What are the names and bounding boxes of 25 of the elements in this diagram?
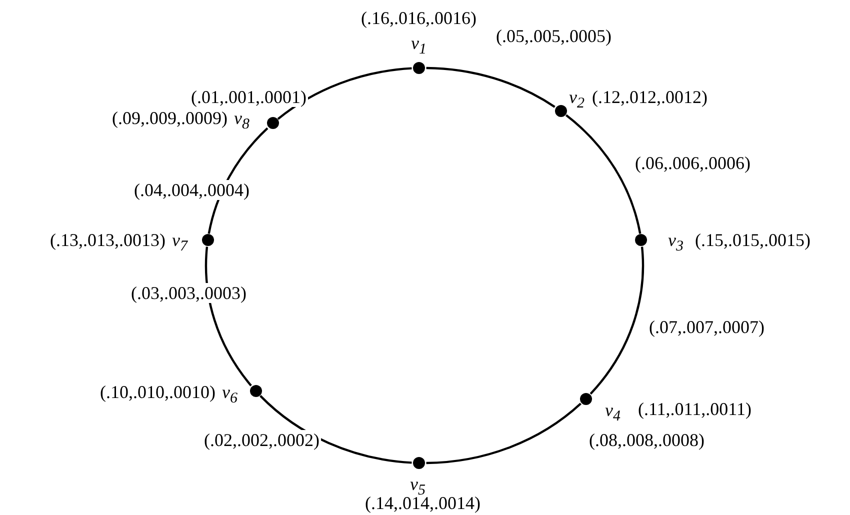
vertex-label: v$_{5}$ [410, 474, 426, 494]
vertex-label: v$_{1}$ [411, 33, 426, 53]
arc-edge [426, 66, 556, 108]
vertex-weight: (.09,.009,.0009) [112, 108, 228, 128]
vertex-label: v$_{4}$ [604, 400, 620, 420]
arc-edge [205, 246, 252, 386]
vertex-label: v$_{3}$ [668, 230, 684, 250]
edge-label: (.02,.002,.0002) [203, 430, 320, 450]
vertex-weight: (.15,.015,.0015) [694, 230, 810, 250]
edge-label: (.03,.003,.0003) [130, 283, 248, 303]
vertex-weight: (.12,.012,.0012) [592, 87, 708, 107]
vertex-label: v$_{8}$ [234, 108, 250, 128]
vertex-weight: (.13,.013,.0013) [50, 230, 166, 250]
vertex-weight: (.10,.010,.0010) [100, 382, 216, 402]
arc-edge [277, 67, 412, 120]
edge-label: (.04,.004,.0004) [133, 180, 250, 200]
arc-edge [426, 402, 582, 464]
arc-edge [260, 395, 412, 464]
vertex-label: v$_{7}$ [172, 230, 188, 250]
vertex-label: v$_{2}$ [568, 87, 584, 107]
vertex-weight: (.11,.011,.0011) [638, 398, 752, 419]
vertex-label: v$_{6}$ [222, 382, 238, 402]
arc-edge [590, 246, 644, 395]
arc-edge [565, 114, 642, 234]
vertex-weight: (.16,.016,.0016) [361, 8, 476, 28]
